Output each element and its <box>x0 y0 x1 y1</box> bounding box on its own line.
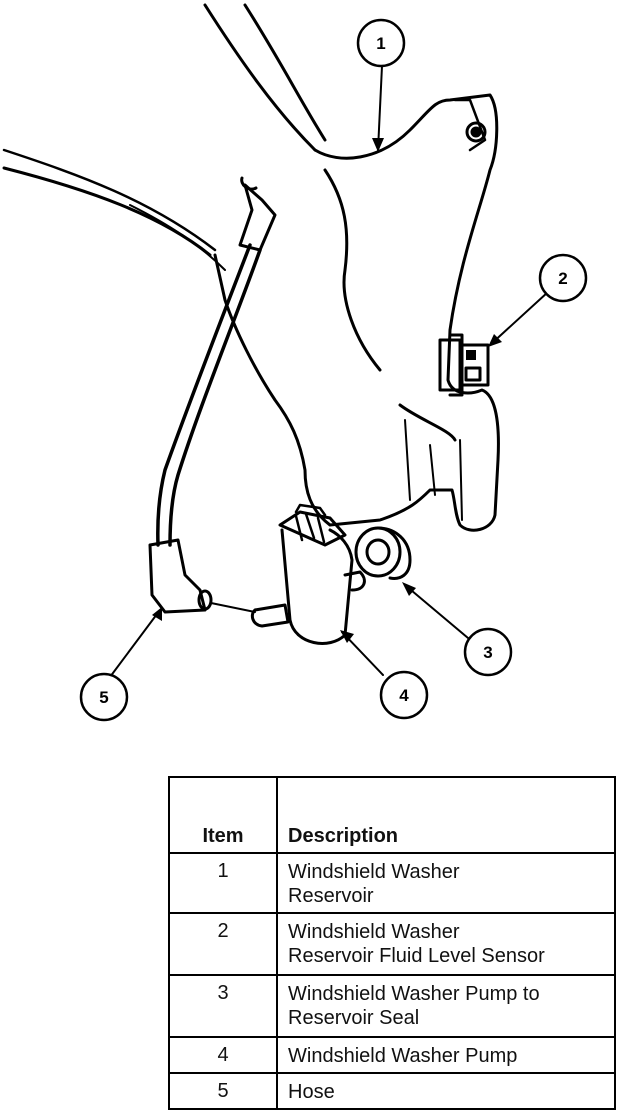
svg-text:5: 5 <box>99 688 108 707</box>
header-description: Description <box>276 776 616 854</box>
fluid-level-sensor <box>438 333 490 397</box>
row-description: Windshield Washer Reservoir <box>276 852 616 914</box>
table-row: 4 Windshield Washer Pump <box>168 1036 616 1074</box>
washer-system-diagram: 1 2 3 4 5 <box>2 3 588 722</box>
row-item: 1 <box>168 852 278 914</box>
pump-reservoir-seal <box>354 526 412 580</box>
description-line: Reservoir Seal <box>288 1007 420 1029</box>
description-line: Windshield Washer Pump <box>288 1045 518 1067</box>
header-item: Item <box>168 776 278 854</box>
callout-4: 4 <box>379 670 429 720</box>
arrow-heads <box>152 138 502 643</box>
hose <box>148 176 277 614</box>
description-line: Hose <box>288 1081 335 1103</box>
table-row: 1 Windshield Washer Reservoir <box>168 852 616 914</box>
table-row: 3 Windshield Washer Pump to Reservoir Se… <box>168 974 616 1038</box>
row-item: 2 <box>168 912 278 976</box>
svg-text:4: 4 <box>399 686 409 705</box>
row-item: 4 <box>168 1036 278 1074</box>
callout-1: 1 <box>356 18 406 68</box>
description-line: Windshield Washer Pump to <box>288 983 540 1005</box>
row-description: Windshield Washer Reservoir Fluid Level … <box>276 912 616 976</box>
table-row: 2 Windshield Washer Reservoir Fluid Leve… <box>168 912 616 976</box>
description-line: Windshield Washer <box>288 921 460 943</box>
table-row: 5 Hose <box>168 1072 616 1110</box>
description-line: Windshield Washer <box>288 861 460 883</box>
row-description: Windshield Washer Pump <box>276 1036 616 1074</box>
washer-reservoir <box>213 93 500 532</box>
description-line: Reservoir <box>288 885 374 907</box>
callout-5: 5 <box>79 672 129 722</box>
svg-text:2: 2 <box>558 269 567 288</box>
callout-2: 2 <box>538 253 588 303</box>
body-panel <box>2 3 327 271</box>
row-description: Windshield Washer Pump to Reservoir Seal <box>276 974 616 1038</box>
washer-pump <box>250 503 366 645</box>
leader-lines <box>109 65 549 678</box>
legend-header-row: Item Description <box>168 776 616 854</box>
legend-table: Item Description 1 Windshield Washer Res… <box>168 776 616 1110</box>
description-line: Reservoir Fluid Level Sensor <box>288 945 545 967</box>
svg-text:3: 3 <box>483 643 492 662</box>
svg-text:1: 1 <box>376 34 385 53</box>
callout-3: 3 <box>463 627 513 677</box>
row-item: 5 <box>168 1072 278 1110</box>
row-description: Hose <box>276 1072 616 1110</box>
row-item: 3 <box>168 974 278 1038</box>
